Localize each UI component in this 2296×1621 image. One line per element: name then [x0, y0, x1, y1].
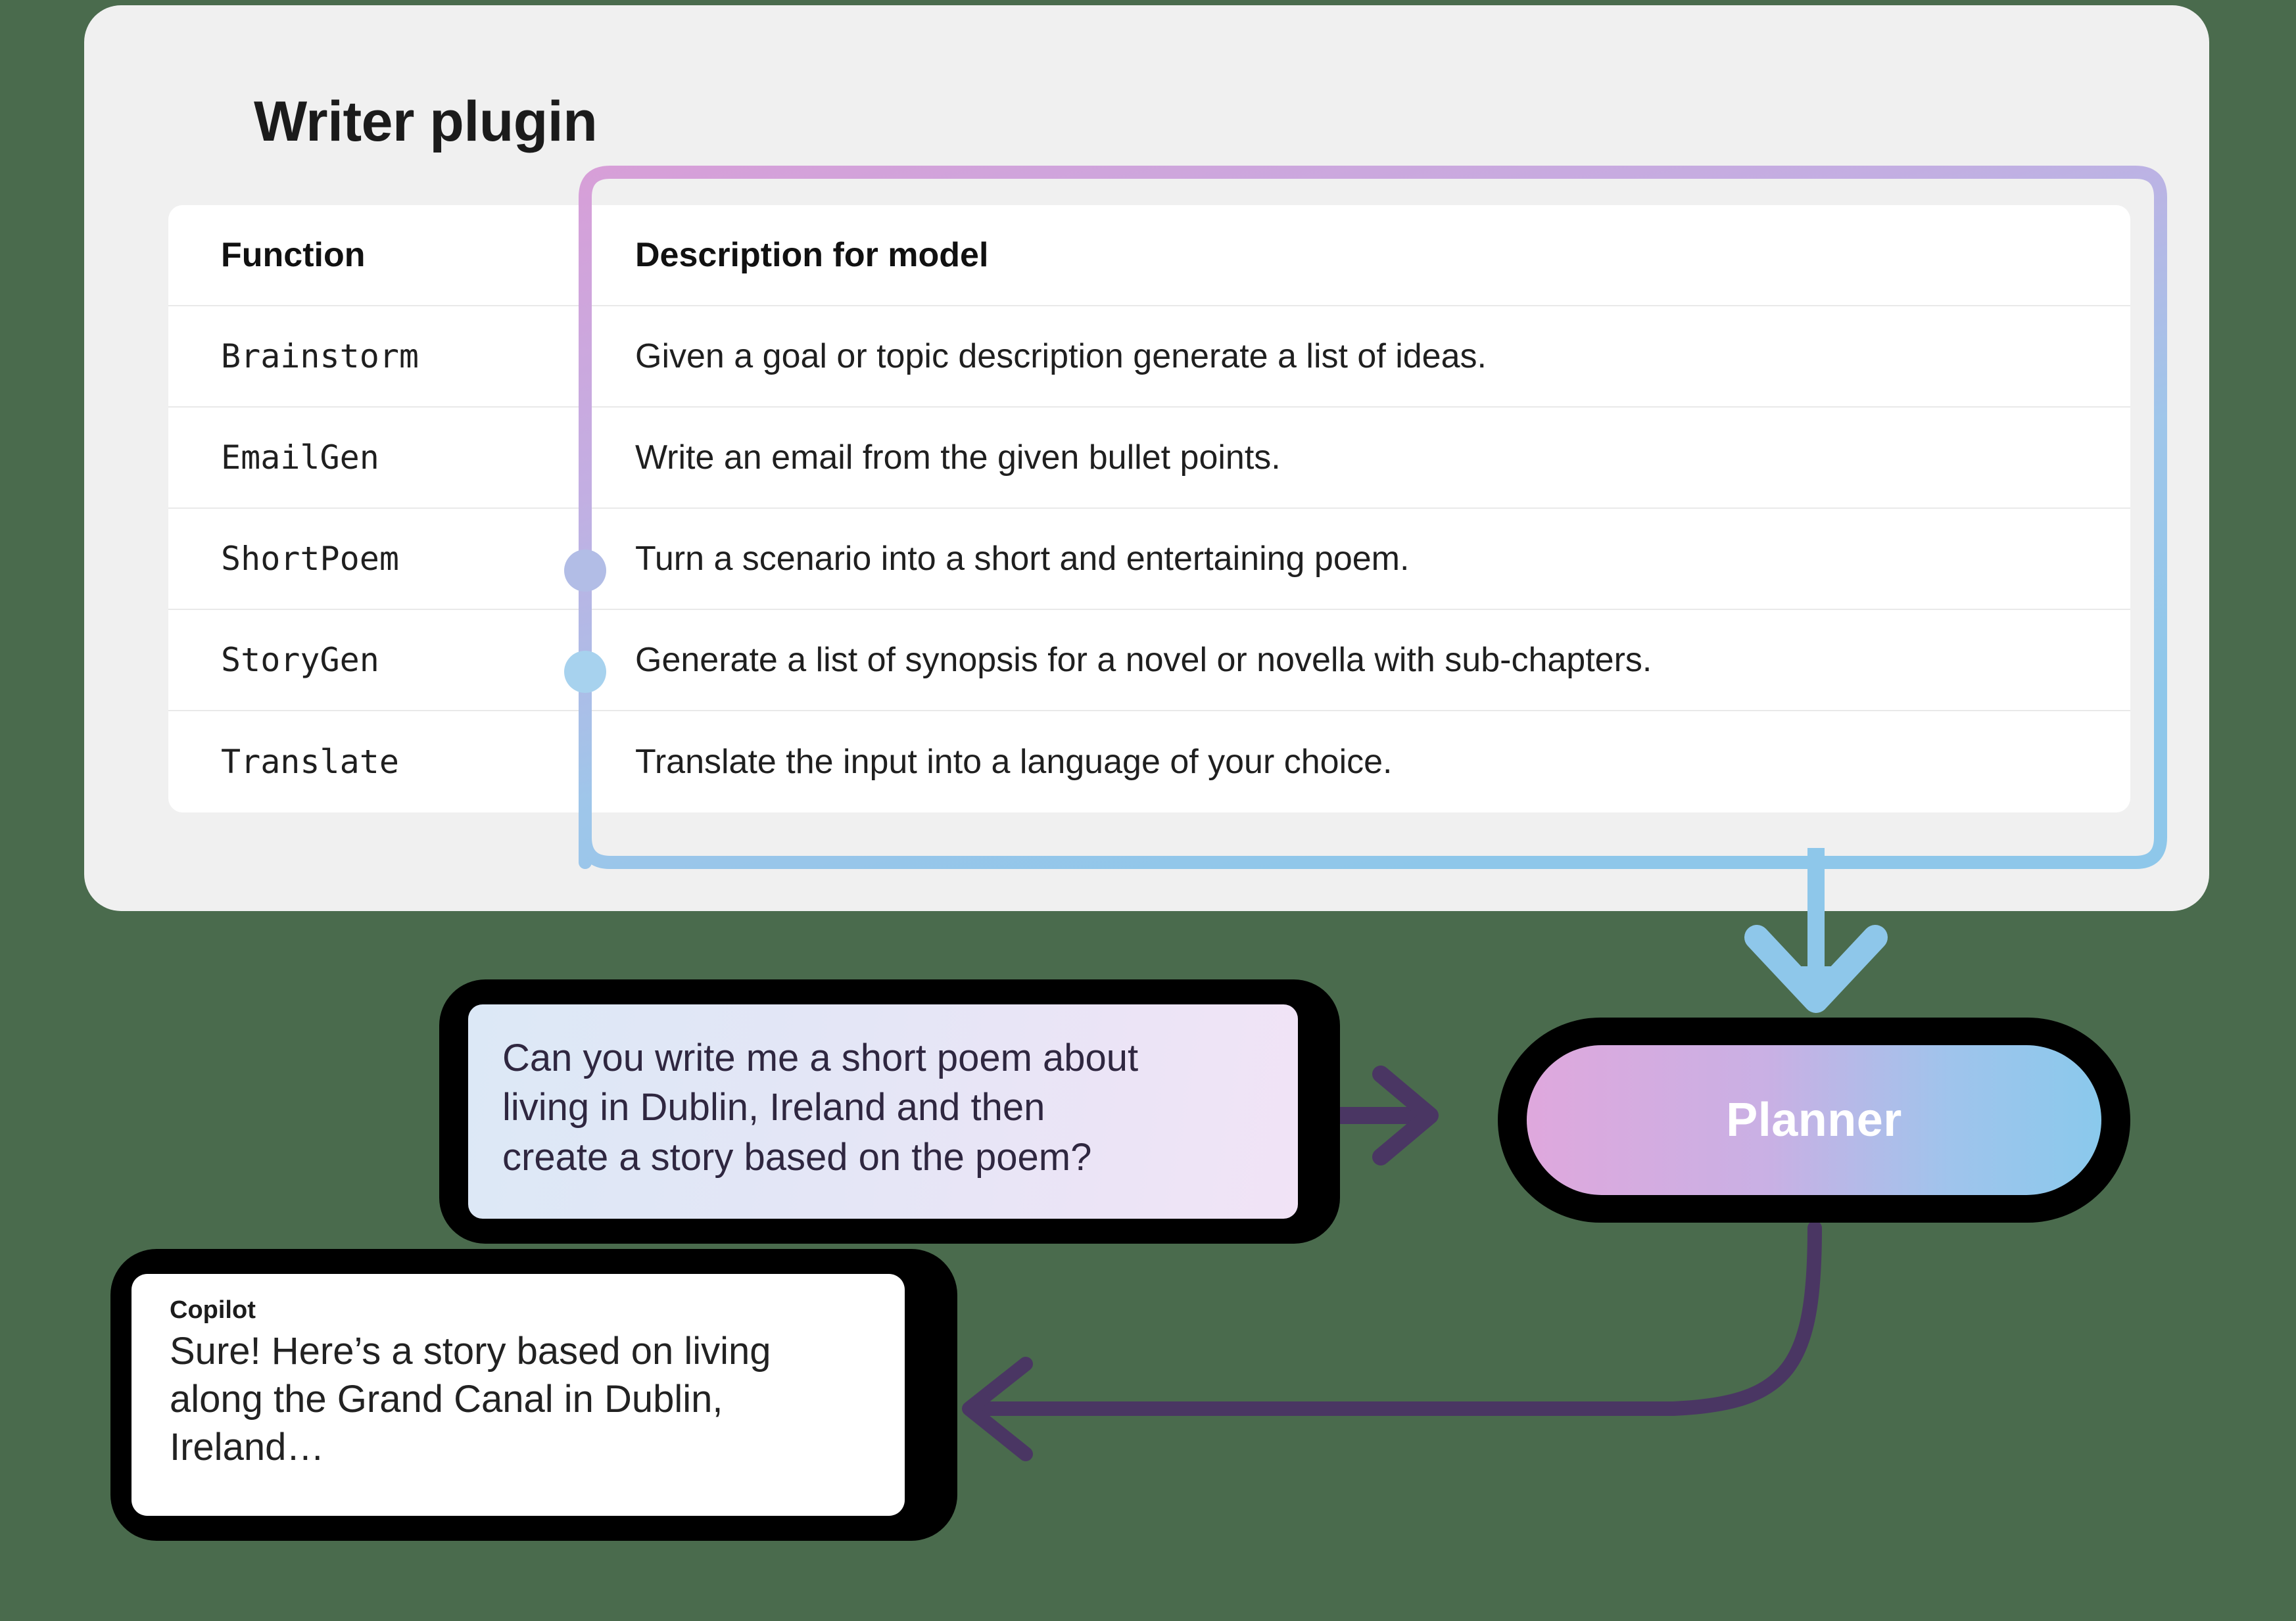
page-title: Writer plugin: [254, 90, 598, 153]
planner-node[interactable]: Planner: [1498, 1018, 2130, 1223]
cell-description: Turn a scenario into a short and enterta…: [635, 540, 1410, 578]
table-row[interactable]: StoryGen Generate a list of synopsis for…: [168, 610, 2130, 711]
cell-function: Brainstorm: [221, 337, 419, 375]
cell-description: Given a goal or topic description genera…: [635, 337, 1487, 375]
column-header-description: Description for model: [635, 236, 989, 274]
user-message-text: Can you write me a short poem about livi…: [502, 1037, 1139, 1179]
planner-pill-surface: Planner: [1527, 1045, 2101, 1195]
copilot-message-surface: Copilot Sure! Here’s a story based on li…: [132, 1274, 905, 1516]
table-row[interactable]: EmailGen Write an email from the given b…: [168, 408, 2130, 509]
cell-function: EmailGen: [221, 438, 379, 477]
table-row[interactable]: ShortPoem Turn a scenario into a short a…: [168, 509, 2130, 610]
arrow-planner-to-copilot: [962, 1221, 1822, 1461]
user-message-surface: Can you write me a short poem about livi…: [468, 1004, 1298, 1219]
table-header-row: Function Description for model: [168, 205, 2130, 306]
cell-description: Write an email from the given bullet poi…: [635, 438, 1281, 477]
cell-function: StoryGen: [221, 641, 379, 679]
cell-description: Translate the input into a language of y…: [635, 743, 1393, 781]
copilot-message-bubble[interactable]: Copilot Sure! Here’s a story based on li…: [110, 1249, 957, 1541]
marker-dot-storygen: [564, 651, 606, 693]
function-table: Function Description for model Brainstor…: [168, 205, 2130, 812]
column-header-function: Function: [221, 236, 366, 274]
cell-description: Generate a list of synopsis for a novel …: [635, 641, 1652, 679]
marker-dot-shortpoem: [564, 550, 606, 592]
table-row[interactable]: Brainstorm Given a goal or topic descrip…: [168, 306, 2130, 408]
table-row[interactable]: Translate Translate the input into a lan…: [168, 711, 2130, 812]
cell-function: Translate: [221, 743, 399, 781]
user-message-bubble[interactable]: Can you write me a short poem about livi…: [439, 979, 1340, 1244]
cell-function: ShortPoem: [221, 540, 399, 578]
copilot-sender-label: Copilot: [170, 1296, 256, 1324]
planner-label: Planner: [1726, 1094, 1902, 1146]
copilot-message-text: Sure! Here’s a story based on living alo…: [170, 1330, 771, 1469]
